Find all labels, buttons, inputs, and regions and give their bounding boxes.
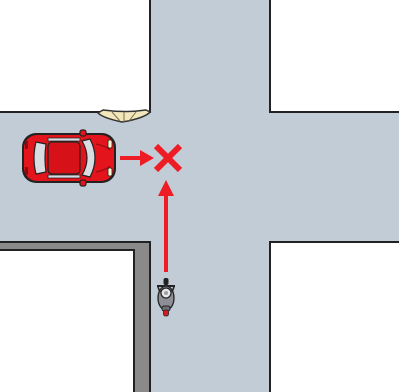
building-corner-outline: [0, 241, 151, 392]
car-top-view-icon: [22, 129, 116, 187]
road-edge-bottom-right: [269, 241, 399, 392]
curb-ramp-icon: [96, 109, 152, 123]
motorcycle-rider-top-view-icon: [157, 278, 175, 317]
arrow-right-icon: [120, 150, 154, 166]
x-mark-icon: [153, 143, 183, 173]
curb-outline: [0, 241, 151, 392]
arrow-up-icon: [158, 180, 174, 272]
road-edge-top-right: [269, 0, 399, 113]
